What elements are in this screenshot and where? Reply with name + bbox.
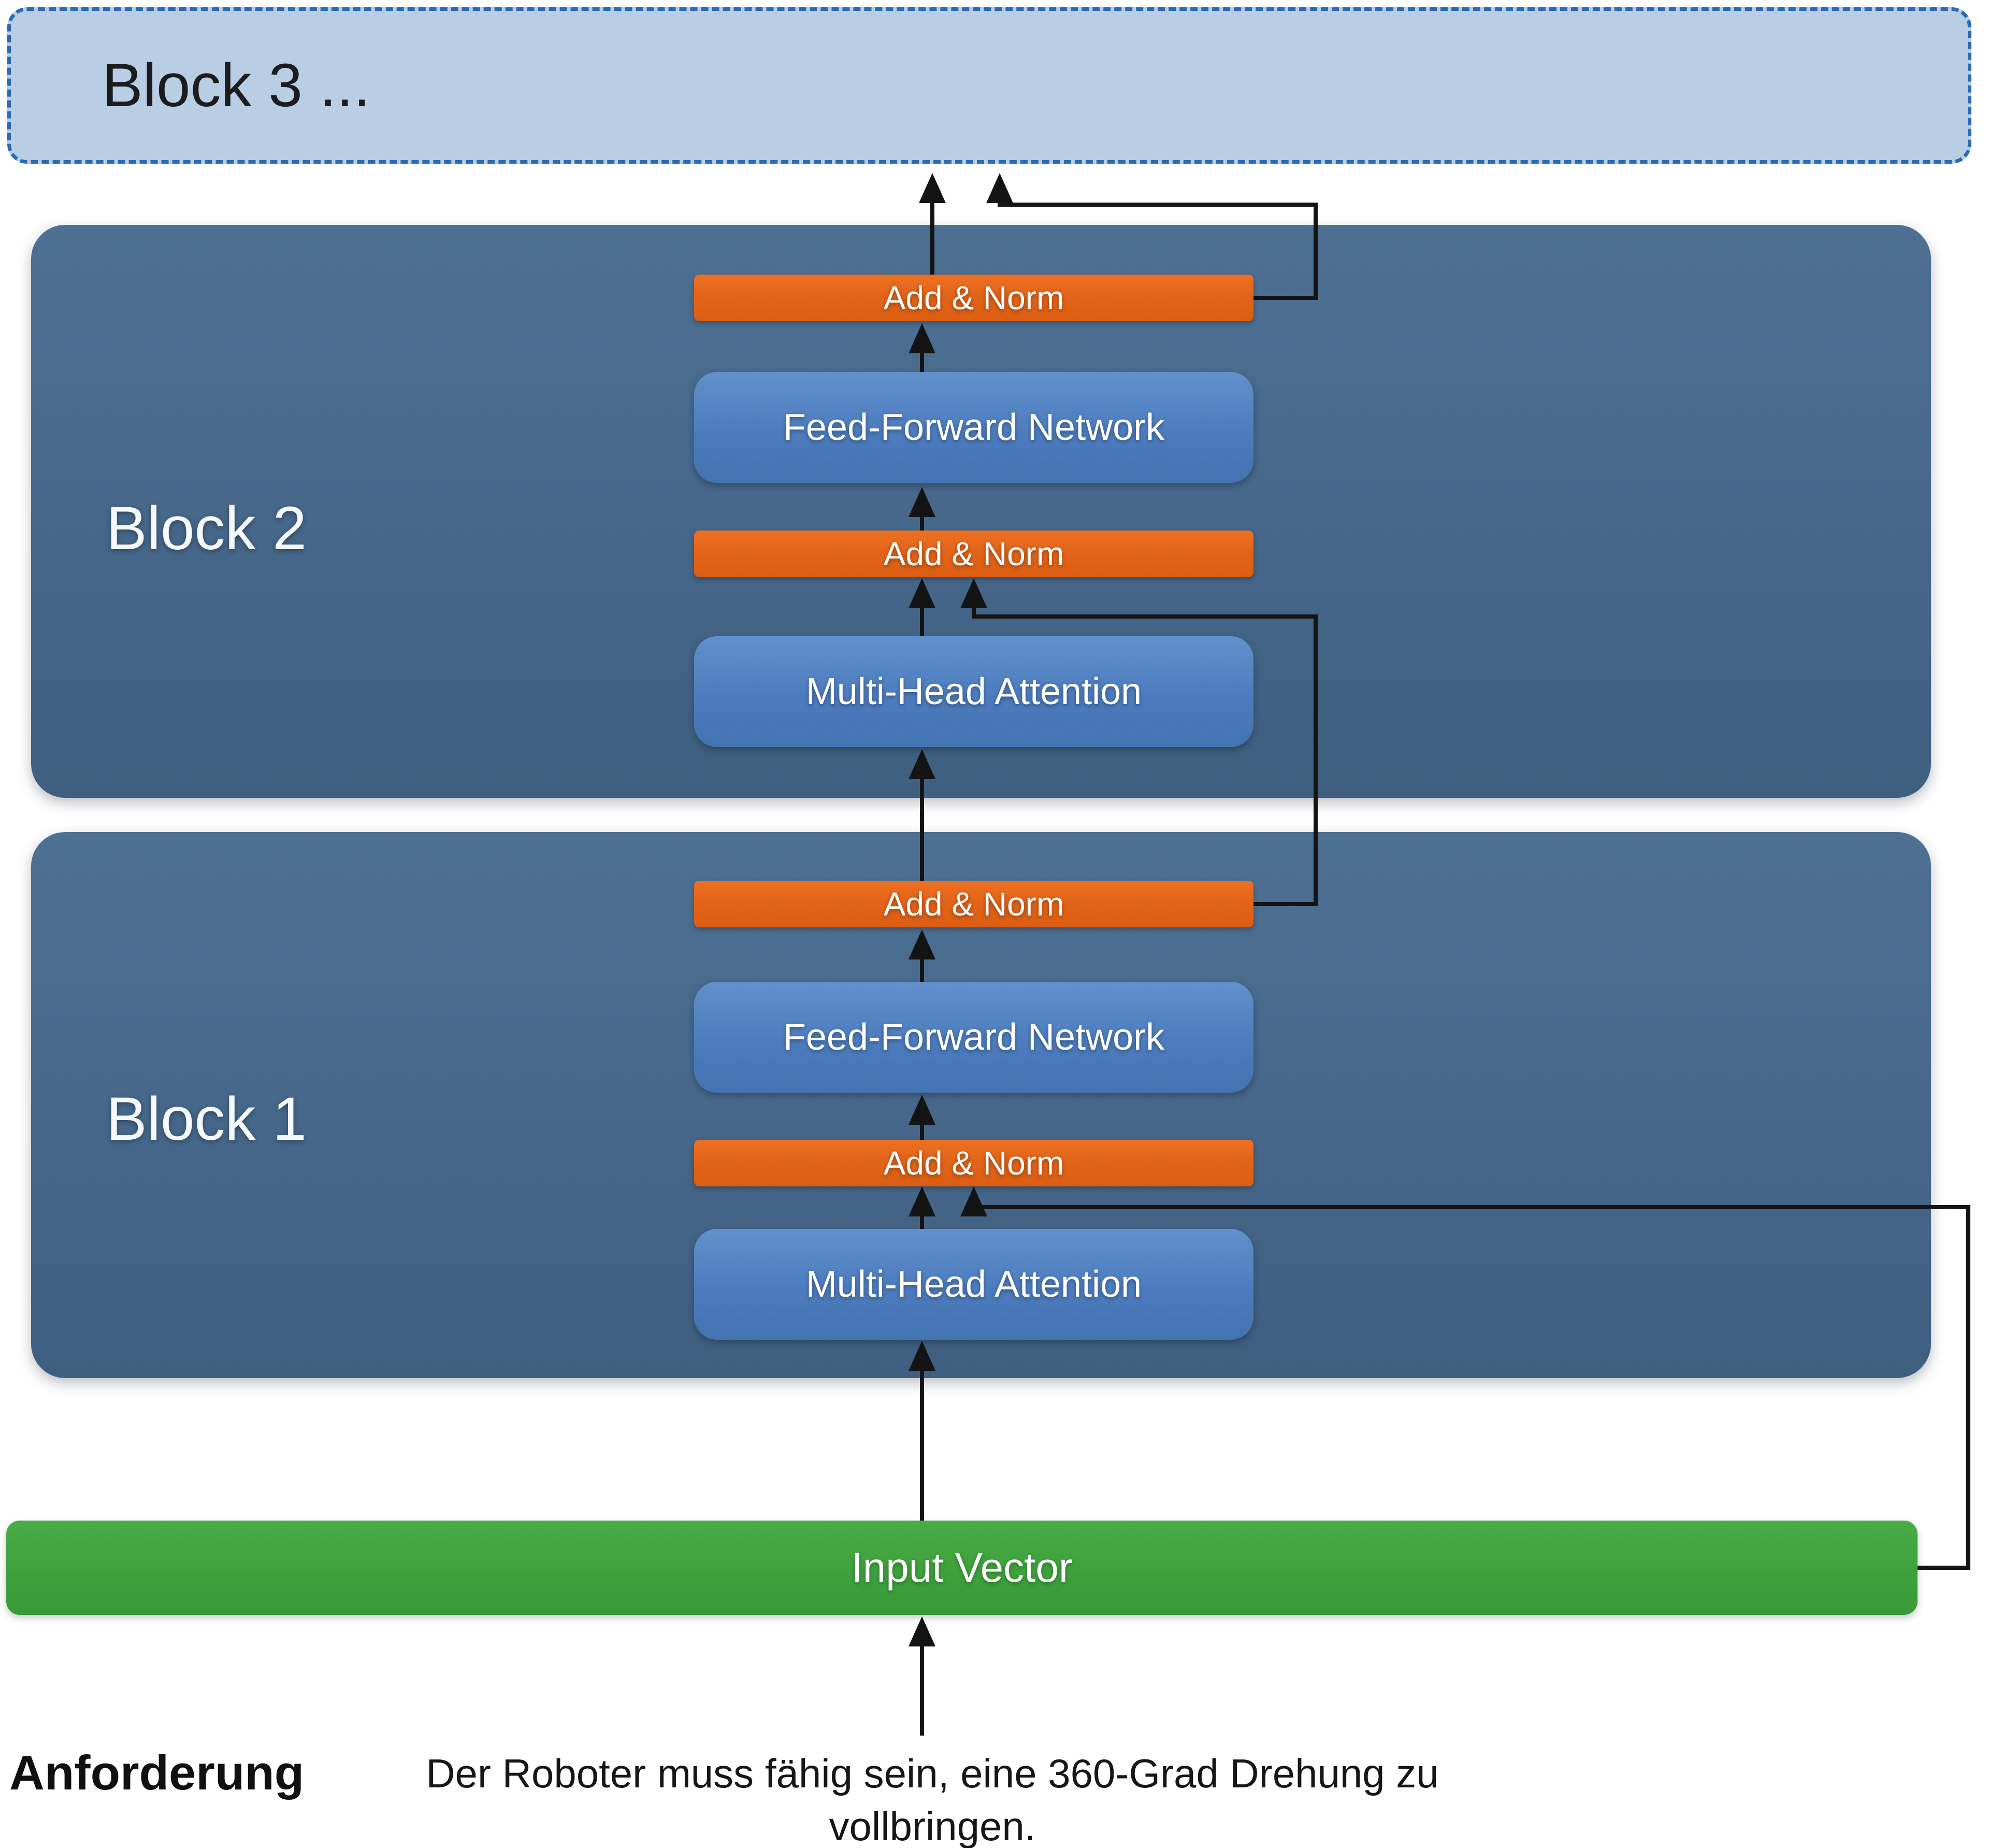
- block2-feed-forward-box: Feed-Forward Network: [694, 372, 1253, 483]
- input-vector-bar: Input Vector: [6, 1521, 1918, 1615]
- requirement-text: Der Roboter muss fähig sein, eine 360-Gr…: [363, 1747, 1502, 1848]
- block1-feed-forward-box: Feed-Forward Network: [694, 982, 1253, 1093]
- block2-add-norm-bottom-box: Add & Norm: [694, 531, 1253, 577]
- block3-container: Block 3 ...: [7, 7, 1971, 164]
- requirement-text-line2: vollbringen.: [829, 1803, 1036, 1848]
- requirement-label: Anforderung: [9, 1745, 305, 1800]
- block2-add-norm-top-box: Add & Norm: [694, 275, 1253, 321]
- block1-add-norm-bottom-box: Add & Norm: [694, 1140, 1253, 1186]
- skip-block1-to-addnorm2: [972, 607, 1318, 906]
- arrowheads: [909, 173, 1013, 1646]
- main-flow-lines: [920, 202, 934, 1736]
- block1-add-norm-top-box: Add & Norm: [694, 881, 1253, 927]
- block1-multi-head-attention-box: Multi-Head Attention: [694, 1229, 1253, 1340]
- requirement-text-line1: Der Roboter muss fähig sein, eine 360-Gr…: [426, 1751, 1439, 1796]
- skip-block2-to-block3: [998, 202, 1318, 300]
- block2-multi-head-attention-box: Multi-Head Attention: [694, 636, 1253, 747]
- block2-label: Block 2: [106, 494, 307, 563]
- block3-label: Block 3 ...: [102, 51, 371, 120]
- block1-label: Block 1: [106, 1085, 307, 1153]
